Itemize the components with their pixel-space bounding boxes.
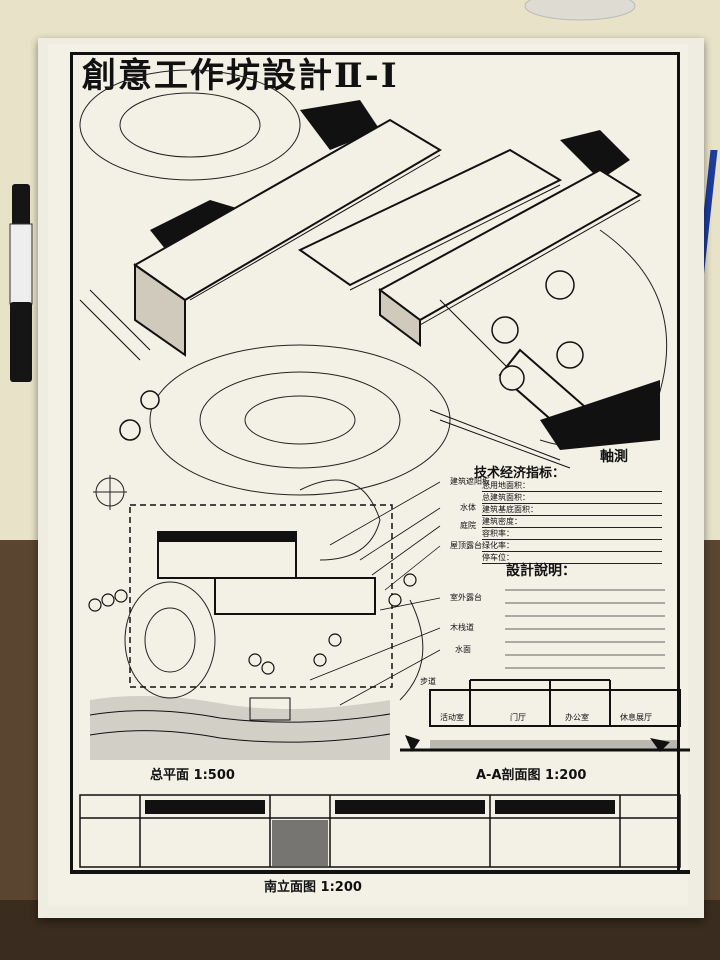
tech-item: 绿化率： [482, 540, 662, 552]
plan-note: 水体 [460, 503, 476, 512]
tech-item: 建筑基底面积： [482, 504, 662, 516]
path-note: 步道 [420, 677, 436, 686]
tech-item: 总用地面积： [482, 480, 662, 492]
tape-roll [520, 0, 640, 24]
plan-note: 木栈道 [450, 623, 474, 632]
elevation-caption: 南立面图 1:200 [264, 880, 362, 895]
plan-note: 水面 [455, 645, 471, 654]
tech-header: 技术经济指标： [474, 466, 566, 481]
tech-list: 总用地面积： 总建筑面积： 建筑基底面积： 建筑密度： 容积率： 绿化率： 停车… [482, 480, 662, 564]
section-caption: A-A剖面图 1:200 [476, 768, 587, 783]
plan-note: 屋顶露台 [450, 541, 482, 550]
section-room: 办公室 [565, 713, 589, 722]
tech-item: 总建筑面积： [482, 492, 662, 504]
tech-item: 容积率： [482, 528, 662, 540]
section-room: 门厅 [510, 713, 526, 722]
axon-label: 軸測 [600, 449, 628, 465]
plan-note: 室外露台 [450, 593, 482, 602]
tech-item: 停车位： [482, 552, 662, 564]
marker-pen [4, 184, 40, 384]
design-header: 設計說明： [506, 563, 576, 579]
plan-note: 庭院 [460, 521, 476, 530]
plan-note: 建筑遮阳板 [450, 477, 490, 486]
section-room: 休息展厅 [620, 713, 652, 722]
tech-item: 建筑密度： [482, 516, 662, 528]
section-room: 活动室 [440, 713, 464, 722]
plan-caption: 总平面 1:500 [150, 768, 235, 783]
